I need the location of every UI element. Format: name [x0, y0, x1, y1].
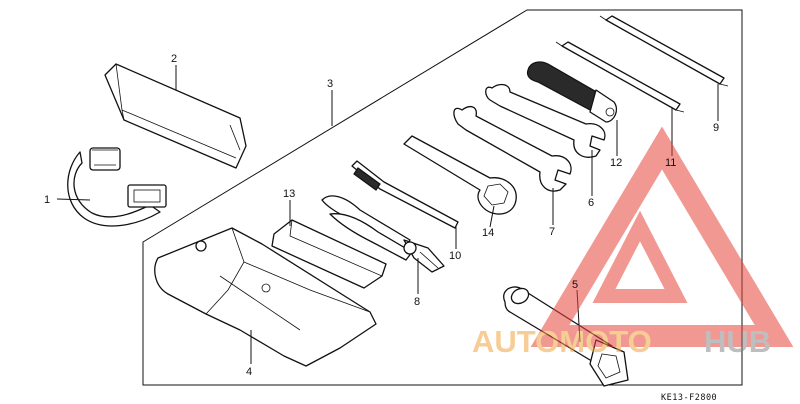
part-14-box-wrench [403, 135, 517, 215]
callout-5: 5 [572, 279, 578, 291]
part-8-pliers [321, 195, 445, 273]
callout-10: 10 [449, 250, 461, 262]
part-2-case-lid [104, 63, 247, 169]
callout-12: 12 [610, 157, 622, 169]
part-7-open-wrench [453, 105, 572, 192]
watermark-logo: AUTOMOTO HUB [472, 126, 794, 359]
callout-13: 13 [283, 188, 295, 200]
watermark-hub-text: HUB [704, 324, 771, 359]
part-10-screwdriver [351, 160, 459, 229]
toolkit-frame [142, 9, 743, 386]
part-9-blade [599, 15, 729, 87]
part-11-blade [555, 41, 685, 113]
watermark-auto-text: AUTOMOTO [472, 324, 652, 359]
callout-2: 2 [171, 53, 177, 65]
part-12-handle [526, 61, 618, 123]
part-4-tool-pouch [154, 227, 377, 367]
callout-3: 3 [327, 78, 333, 90]
callout-6: 6 [588, 197, 594, 209]
watermark-triangle [530, 126, 794, 347]
callout-labels: 1 2 3 4 5 6 7 8 9 10 11 12 13 14 [44, 53, 719, 378]
callout-14: 14 [482, 227, 494, 239]
callout-1: 1 [44, 194, 50, 206]
callout-8: 8 [414, 296, 420, 308]
callout-4: 4 [246, 366, 252, 378]
callout-9: 9 [713, 122, 719, 134]
callout-11: 11 [665, 157, 676, 169]
watermark-triangle-inner [592, 210, 688, 303]
drawing-code: KE13-F2800 [661, 393, 717, 403]
part-6-open-wrench [485, 83, 606, 158]
callout-7: 7 [549, 226, 555, 238]
part-1-strap [67, 147, 167, 227]
part-13-band [271, 219, 387, 289]
